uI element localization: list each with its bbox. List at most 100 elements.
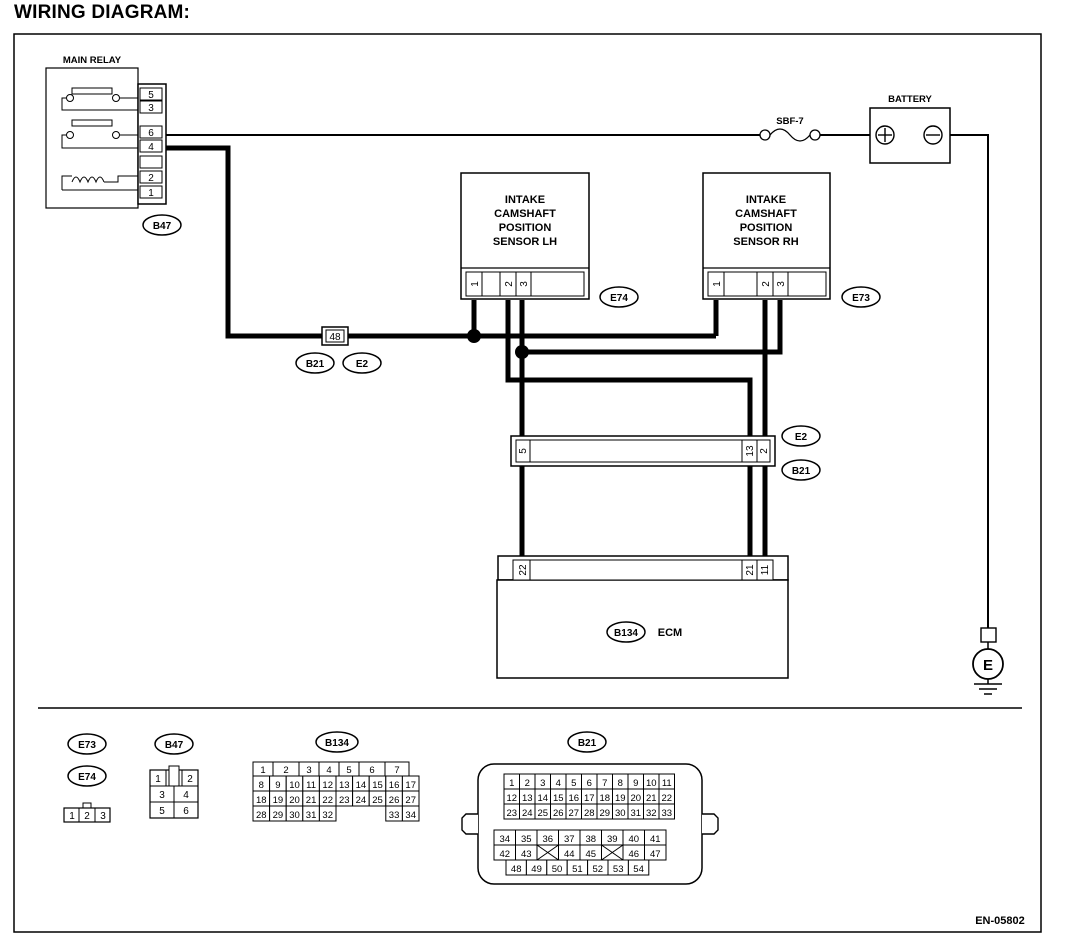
b21-pin-21: 21 (646, 793, 657, 804)
legend-b47-pin-4: 4 (183, 790, 189, 801)
b134-pin-17: 17 (405, 780, 416, 791)
relay-connector-id: B47 (153, 221, 172, 232)
legend-e-pin-1: 1 (69, 811, 75, 822)
b21-pin-27: 27 (568, 808, 579, 819)
sensor-lh-line-1: INTAKE (505, 194, 545, 206)
ground-label: E (983, 657, 993, 674)
b21-pin-25: 25 (537, 808, 548, 819)
joint-pin-5: 5 (518, 448, 529, 454)
ecm-pin-22: 22 (518, 564, 529, 576)
b21-pin-16: 16 (568, 793, 579, 804)
joint-connector: 5 13 2 E2 B21 (510, 425, 821, 481)
b21-pin-22: 22 (661, 793, 672, 804)
b21-pin-47: 47 (650, 849, 661, 860)
joint-pin-2: 2 (759, 448, 770, 454)
b21-pin-8: 8 (618, 778, 623, 789)
inline-pin-48: 48 (329, 332, 341, 343)
relay-pin-2: 2 (148, 173, 154, 184)
b21-pin-52: 52 (593, 864, 604, 875)
sensor-lh: INTAKE CAMSHAFT POSITION SENSOR LH 1 2 3… (460, 172, 639, 308)
diagram-code: EN-05802 (975, 915, 1025, 927)
b21-pin-28: 28 (584, 808, 595, 819)
sensor-lh-pin-3: 3 (519, 281, 530, 287)
b134-pin-26: 26 (389, 795, 400, 806)
b21-pin-11: 11 (662, 778, 672, 789)
legend-b47-pin-5: 5 (159, 806, 165, 817)
b134-pin-29: 29 (273, 810, 284, 821)
b134-pin-9: 9 (275, 780, 280, 791)
b21-pin-50: 50 (552, 864, 563, 875)
ecm-connector-id: B134 (614, 628, 638, 639)
relay-pin-4: 4 (148, 142, 154, 153)
b134-pin-15: 15 (372, 780, 383, 791)
sensor-lh-pin-2: 2 (504, 281, 515, 287)
b21-pin-20: 20 (630, 793, 641, 804)
b134-pin-5: 5 (346, 765, 351, 776)
sensor-rh-pin-1: 1 (712, 281, 723, 287)
legend-b47-id: B47 (165, 740, 184, 751)
b21-pin-45: 45 (585, 849, 596, 860)
ecm-label: ECM (658, 627, 682, 639)
b21-pin-42: 42 (499, 849, 510, 860)
page-title: WIRING DIAGRAM: (14, 2, 191, 23)
relay-pin-1: 1 (148, 188, 154, 199)
legend-e-pin-3: 3 (100, 811, 106, 822)
b21-pin-9: 9 (633, 778, 638, 789)
b134-pin-11: 11 (306, 780, 316, 791)
b134-pin-25: 25 (372, 795, 383, 806)
legend-b47: B47 1 2 3 4 5 6 (149, 733, 199, 819)
b134-pin-18: 18 (256, 795, 267, 806)
b21-pin-53: 53 (613, 864, 624, 875)
diagram-frame (13, 33, 1042, 933)
b21-pin-33: 33 (661, 808, 672, 819)
b134-pin-31: 31 (306, 810, 317, 821)
b21-pin-29: 29 (599, 808, 610, 819)
b21-pin-26: 26 (553, 808, 564, 819)
b134-pin-34: 34 (405, 810, 416, 821)
b21-pin-3: 3 (540, 778, 545, 789)
b134-pin-28: 28 (256, 810, 267, 821)
b21-pin-23: 23 (506, 808, 517, 819)
relay-pin-3: 3 (148, 103, 154, 114)
b21-pin-46: 46 (628, 849, 639, 860)
b21-pin-37: 37 (564, 834, 575, 845)
b21-pin-41: 41 (650, 834, 661, 845)
b21-pin-6: 6 (587, 778, 592, 789)
b21-blank-blank-mark (536, 844, 559, 861)
legend-b134-id: B134 (325, 738, 349, 749)
b21-pin-19: 19 (615, 793, 626, 804)
legend-e73-e74: E73 E74 1 2 3 (63, 733, 111, 823)
ground-symbol: E (972, 627, 1004, 695)
b134-pin-23: 23 (339, 795, 350, 806)
b21-pin-40: 40 (628, 834, 639, 845)
b21-pin-48: 48 (511, 864, 522, 875)
sensor-rh-line-2: CAMSHAFT (735, 208, 797, 220)
b134-pin-32: 32 (322, 810, 333, 821)
b21-pin-44: 44 (564, 849, 575, 860)
b134-pin-8: 8 (259, 780, 264, 791)
b21-pin-34: 34 (499, 834, 510, 845)
b21-pin-38: 38 (585, 834, 596, 845)
b134-pin-27: 27 (405, 795, 416, 806)
b134-pin-3: 3 (306, 765, 311, 776)
sensor-lh-pin-1: 1 (470, 281, 481, 287)
sensor-rh: INTAKE CAMSHAFT POSITION SENSOR RH 1 2 3… (702, 172, 881, 308)
sensor-rh-line-3: POSITION (740, 222, 793, 234)
relay-pin-5: 5 (148, 90, 154, 101)
main-relay-label: MAIN RELAY (63, 55, 122, 66)
b134-pin-14: 14 (356, 780, 367, 791)
b21-pin-24: 24 (522, 808, 533, 819)
b21-pin-47-cell (644, 844, 667, 861)
b21-blank-blank-mark (601, 844, 624, 861)
joint-pin-13: 13 (745, 445, 756, 457)
sensor-lh-line-4: SENSOR LH (493, 236, 557, 248)
sensor-rh-pin-2: 2 (761, 281, 772, 287)
fuse-sbf7: SBF-7 (759, 116, 821, 142)
b21-pin-2: 2 (525, 778, 530, 789)
inline-connector: 48 B21 E2 (295, 326, 382, 374)
b21-pin-32: 32 (646, 808, 657, 819)
b21-pin-13: 13 (522, 793, 533, 804)
b21-pin-1: 1 (509, 778, 514, 789)
